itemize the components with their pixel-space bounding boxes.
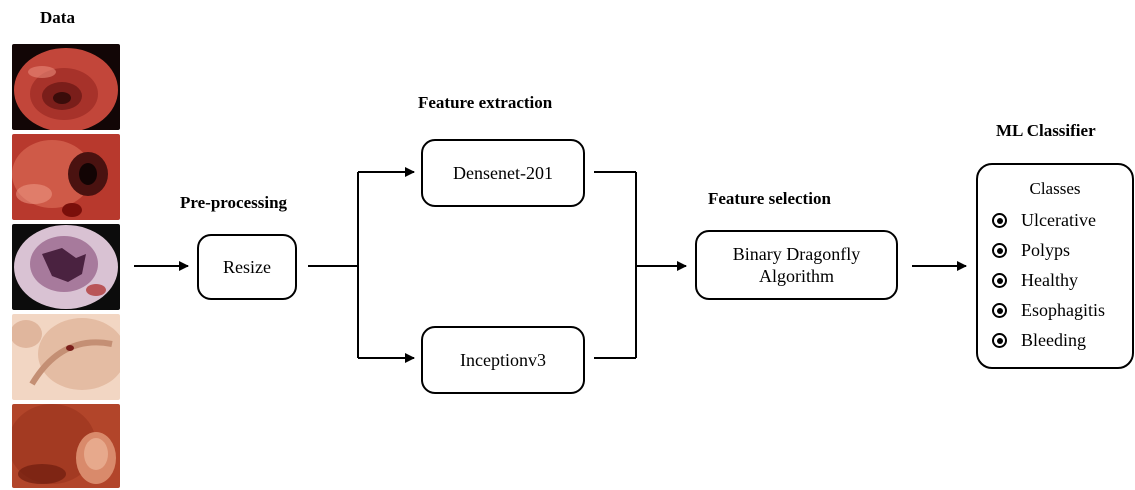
radio-bullet-icon [992, 333, 1007, 348]
classes-title: Classes [1029, 179, 1081, 198]
thumbnail-esophagitis [12, 314, 120, 400]
radio-bullet-icon [992, 213, 1007, 228]
feature-extraction-heading: Feature extraction [418, 93, 553, 112]
thumbnail-healthy [12, 224, 120, 310]
class-item-esophagitis: Esophagitis [992, 300, 1105, 321]
bda-label-line1: Binary Dragonfly [732, 243, 861, 264]
inception-box: Inceptionv3 [421, 326, 585, 394]
densenet-label: Densenet-201 [453, 162, 553, 183]
class-label: Bleeding [1021, 330, 1086, 350]
thumbnail-bleeding [12, 404, 120, 488]
thumbnail-ulcerative [12, 44, 120, 130]
inception-label: Inceptionv3 [460, 349, 546, 370]
class-label: Polyps [1021, 240, 1071, 260]
radio-bullet-icon [992, 303, 1007, 318]
resize-box: Resize [197, 234, 297, 300]
radio-bullet-icon [992, 243, 1007, 258]
resize-label: Resize [223, 256, 271, 277]
class-item-bleeding: Bleeding [992, 330, 1086, 351]
feature-selection-heading: Feature selection [708, 189, 831, 208]
bda-box: Binary Dragonfly Algorithm [695, 230, 898, 300]
class-label: Ulcerative [1021, 210, 1096, 230]
class-item-healthy: Healthy [992, 270, 1078, 291]
class-item-polyps: Polyps [992, 240, 1070, 261]
radio-bullet-icon [992, 273, 1007, 288]
data-heading: Data [40, 8, 75, 27]
bda-label-line2: Algorithm [759, 266, 834, 286]
ml-classifier-heading: ML Classifier [996, 121, 1096, 140]
thumbnail-polyps [12, 134, 120, 220]
class-item-ulcerative: Ulcerative [992, 210, 1096, 231]
preprocessing-heading: Pre-processing [180, 193, 288, 212]
classes-box: Classes Ulcerative Polyps Healthy Esopha… [976, 163, 1134, 369]
class-label: Esophagitis [1021, 300, 1105, 320]
densenet-box: Densenet-201 [421, 139, 585, 207]
class-label: Healthy [1021, 270, 1078, 290]
